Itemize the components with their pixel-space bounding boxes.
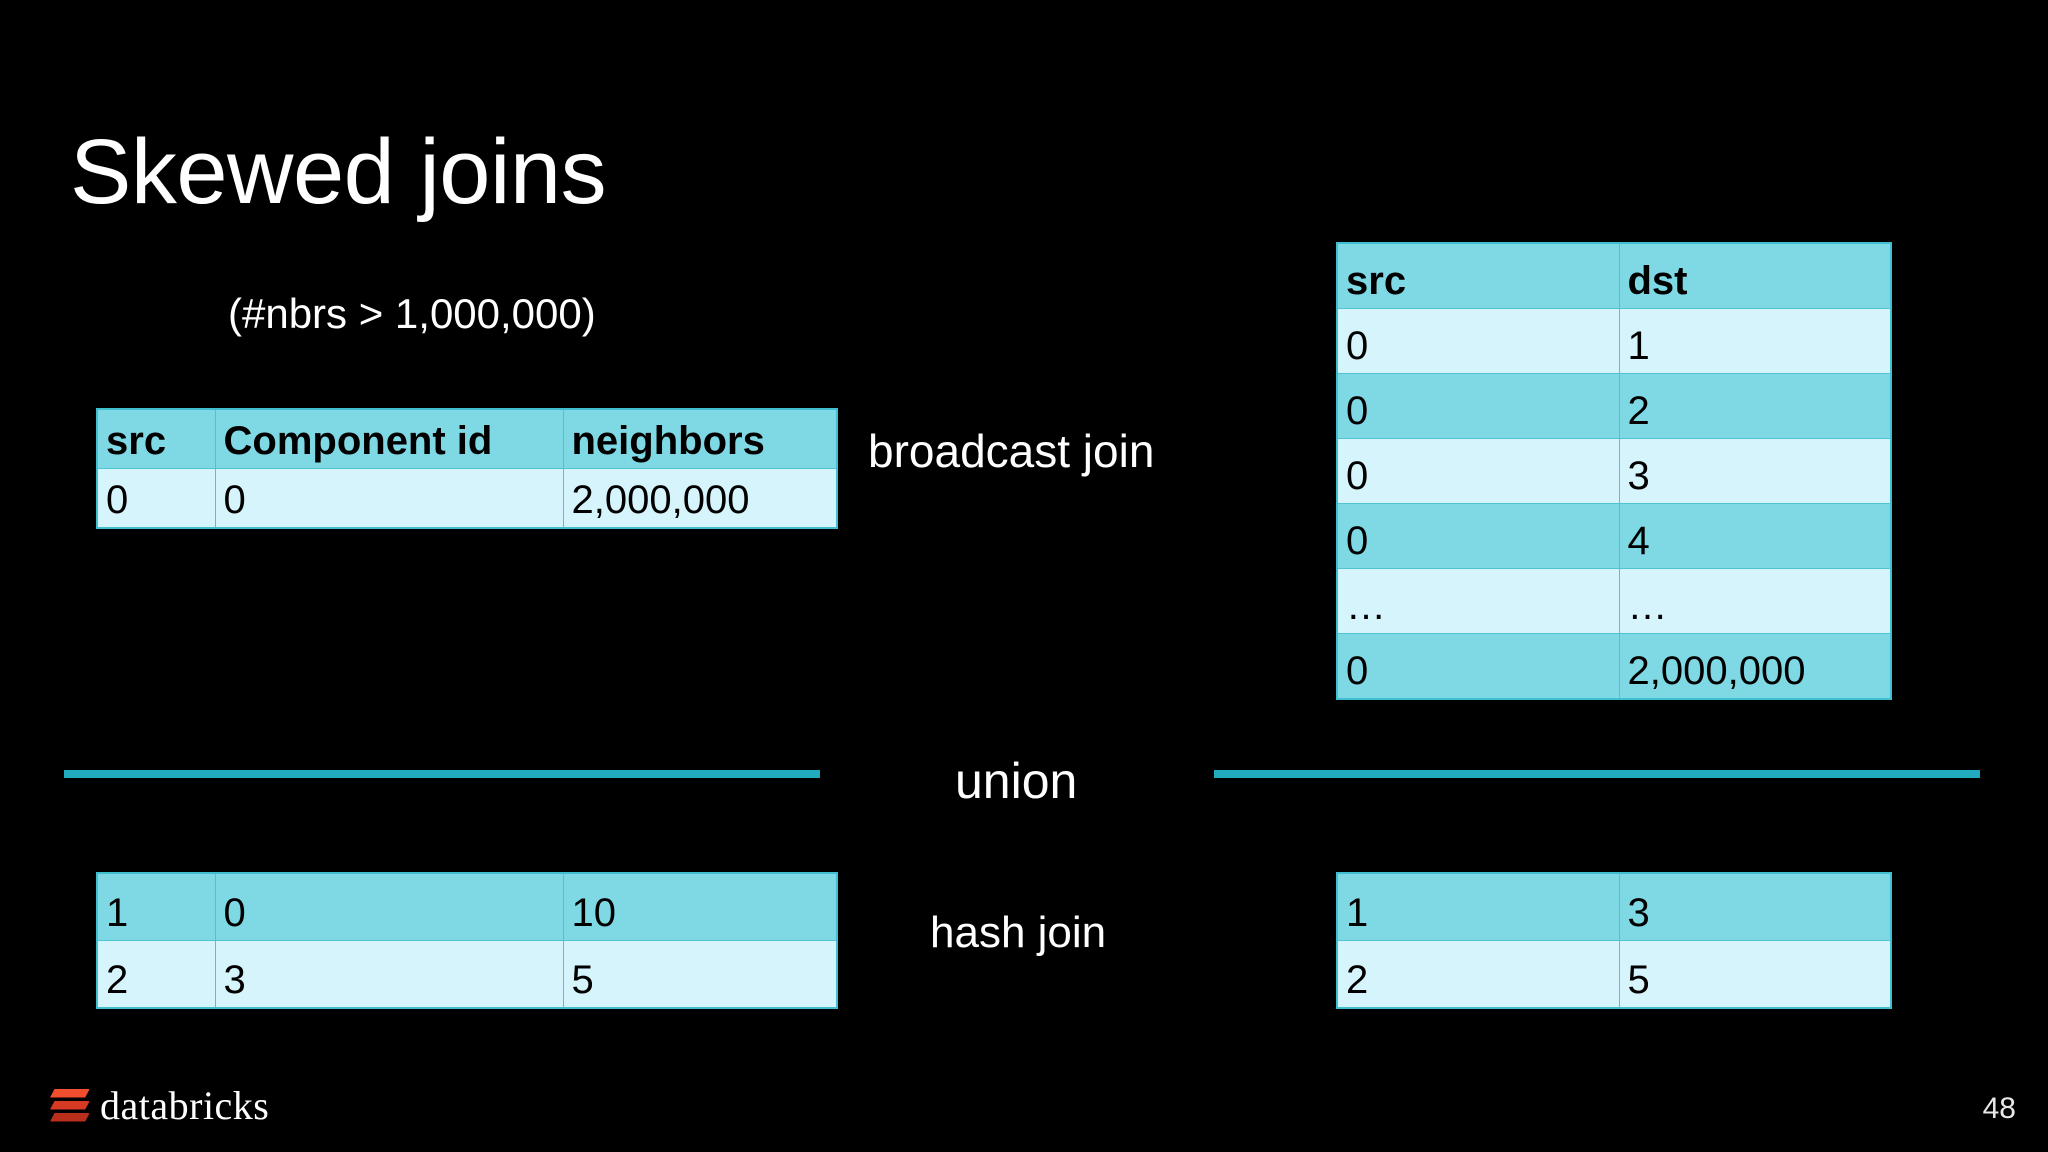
hash-join-label: hash join [930,908,1107,957]
divider-line-right [1214,770,1980,778]
cell-src: 2 [96,940,216,1009]
column-header-dst: dst [1618,242,1892,309]
cell-src: … [1336,568,1620,634]
table-row: 0 1 [1336,308,1892,374]
column-header-neighbors: neighbors [562,408,838,469]
skewed-vertices-table: src Component id neighbors 0 0 2,000,000 [96,408,838,529]
table-row: 0 2 [1336,373,1892,439]
table-row: 1 3 [1336,872,1892,941]
cell-dst: … [1618,568,1892,634]
databricks-bricks-icon [50,1087,90,1125]
table-row: 2 5 [1336,940,1892,1009]
divider-line-left [64,770,820,778]
broadcast-join-label: broadcast join [868,425,1155,477]
cell-src: 1 [96,872,216,941]
cell-src: 0 [1336,503,1620,569]
column-header-src: src [1336,242,1620,309]
column-header-src: src [96,408,216,469]
table-row: 0 0 2,000,000 [96,468,838,529]
cell-src: 2 [1336,940,1620,1009]
cell-src: 1 [1336,872,1620,941]
databricks-logo: databricks [50,1082,269,1129]
cell-dst: 3 [1618,438,1892,504]
table-row: 2 3 5 [96,940,838,1009]
filter-condition-label: (#nbrs > 1,000,000) [228,290,596,337]
cell-component: 0 [214,872,564,941]
cell-neighbors: 2,000,000 [562,468,838,529]
cell-dst: 3 [1618,872,1892,941]
page-number: 48 [1982,1092,2016,1125]
cell-dst: 2,000,000 [1618,633,1892,700]
cell-src: 0 [96,468,216,529]
table-header-row: src dst [1336,242,1892,309]
cell-dst: 5 [1618,940,1892,1009]
table-row: 0 2,000,000 [1336,633,1892,700]
table-row: 0 3 [1336,438,1892,504]
table-header-row: src Component id neighbors [96,408,838,469]
page-title: Skewed joins [70,120,607,223]
cell-component: 3 [214,940,564,1009]
cell-neighbors: 10 [562,872,838,941]
skewed-edges-table: src dst 0 1 0 2 0 3 0 4 … … [1336,242,1892,700]
cell-neighbors: 5 [562,940,838,1009]
table-row-ellipsis: … … [1336,568,1892,634]
cell-src: 0 [1336,373,1620,439]
cell-src: 0 [1336,633,1620,700]
cell-component: 0 [214,468,564,529]
table-row: 0 4 [1336,503,1892,569]
union-label: union [955,753,1078,809]
cell-dst: 2 [1618,373,1892,439]
cell-dst: 1 [1618,308,1892,374]
non-skewed-edges-table: 1 3 2 5 [1336,872,1892,1009]
table-row: 1 0 10 [96,872,838,941]
non-skewed-vertices-table: 1 0 10 2 3 5 [96,872,838,1009]
cell-dst: 4 [1618,503,1892,569]
cell-src: 0 [1336,438,1620,504]
column-header-component-id: Component id [214,408,564,469]
cell-src: 0 [1336,308,1620,374]
brand-wordmark: databricks [100,1083,270,1128]
